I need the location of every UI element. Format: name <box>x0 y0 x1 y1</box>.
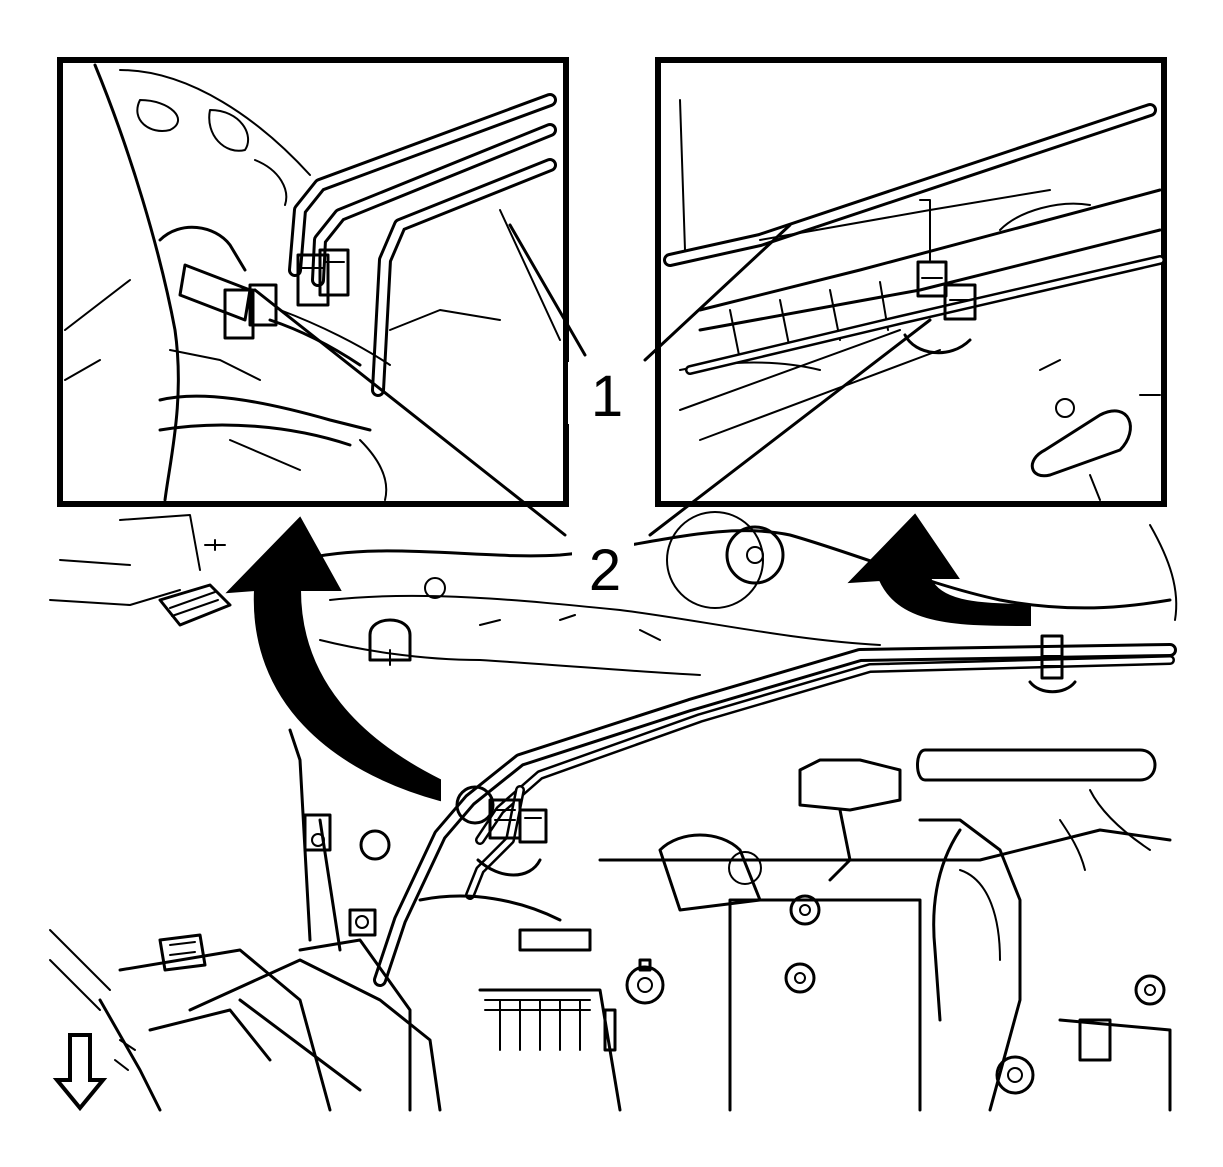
engine-bay-view <box>49 511 1178 1112</box>
view-arrow-left <box>225 516 441 802</box>
callout-leaders <box>253 223 932 537</box>
callout-1: 1 <box>591 364 623 429</box>
detail-inset-right <box>655 57 1167 507</box>
callout-2: 2 <box>589 538 621 603</box>
detail-inset-left <box>57 57 569 507</box>
view-arrow-right <box>847 513 1031 627</box>
down-arrow-icon <box>52 1033 108 1112</box>
